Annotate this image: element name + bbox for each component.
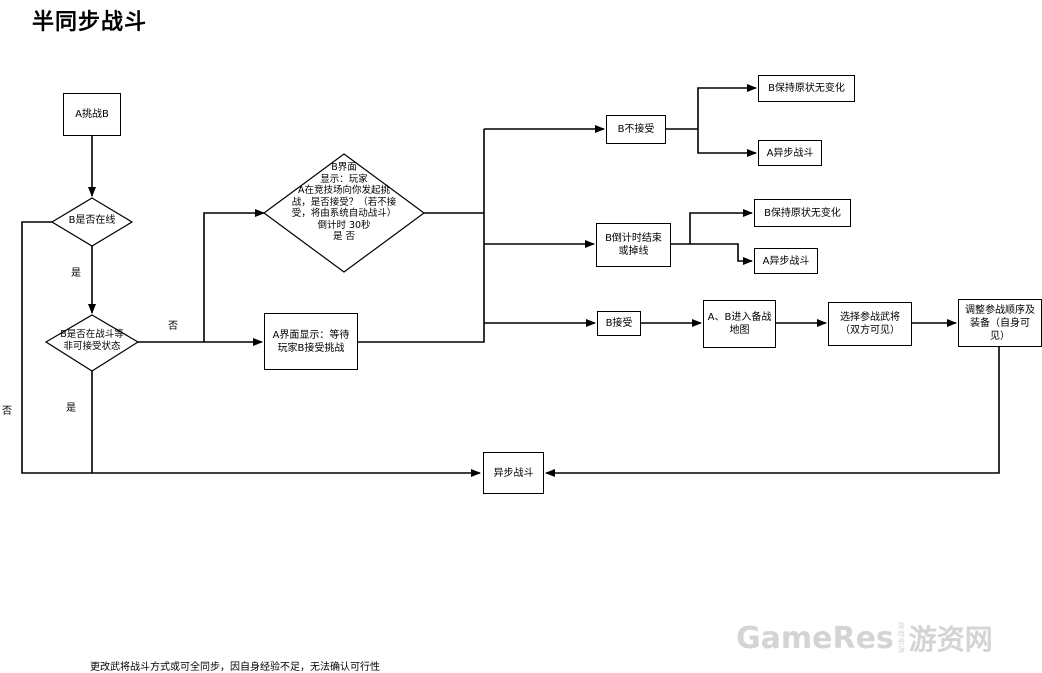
watermark-small: 游戏资源: [897, 622, 905, 654]
b-in-battle-text: B是否在战斗等 非可接受状态: [60, 329, 124, 352]
b-online-diamond: [50, 197, 134, 247]
b-timeout-async-box: A异步战斗: [754, 248, 818, 274]
a-challenge-b-box: A挑战B: [63, 93, 121, 136]
b-reject-keep-box: B保持原状无变化: [758, 75, 855, 102]
a-screen-box: A界面显示：等待 玩家B接受挑战: [264, 313, 358, 370]
b-reject-box: B不接受: [606, 115, 666, 144]
async-battle-box: 异步战斗: [483, 452, 544, 494]
footer-note: 更改武将战斗方式或可全同步，因自身经验不足，无法确认可行性: [90, 662, 380, 673]
b-timeout-box: B倒计时结束 或掉线: [596, 223, 671, 267]
b-online-text: B是否在线: [68, 215, 116, 226]
no-label-online: 否: [2, 406, 12, 417]
b-accept-box: B接受: [597, 311, 641, 336]
watermark: GameRes 游戏资源 游资网: [736, 618, 993, 658]
no-label-battle: 否: [168, 321, 178, 332]
select-generals-box: 选择参战武将 （双方可见）: [828, 302, 912, 346]
b-screen-text: B界面 显示：玩家 A在竞技场向你发起挑 战，是否接受？（若不接 受，将由系统自…: [291, 162, 397, 242]
b-in-battle-diamond: [44, 314, 140, 372]
adjust-order-box: 调整参战顺序及 装备（自身可 见）: [958, 299, 1042, 347]
yes-label-battle: 是: [66, 403, 76, 414]
b-reject-async-box: A异步战斗: [758, 140, 822, 166]
b-screen-diamond: [262, 153, 426, 273]
watermark-left: GameRes: [736, 620, 894, 656]
watermark-right: 游资网: [908, 623, 993, 656]
page-title: 半同步战斗: [32, 10, 148, 35]
b-timeout-keep-box: B保持原状无变化: [754, 199, 851, 227]
yes-label-online: 是: [71, 268, 81, 279]
enter-map-box: A、B进入备战 地图: [703, 300, 776, 348]
